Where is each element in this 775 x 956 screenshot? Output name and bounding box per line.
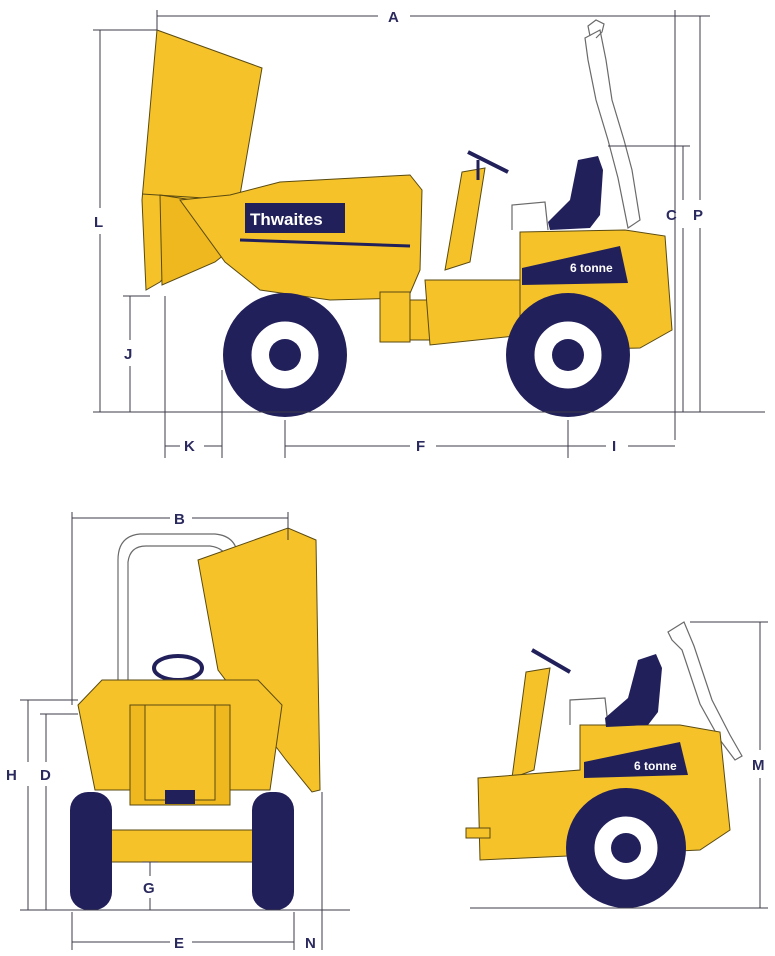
label-a: A	[388, 9, 399, 26]
front-axle	[107, 829, 259, 863]
rear-wheel	[566, 788, 686, 908]
label-n: N	[305, 935, 316, 952]
rear-section-view: 6 tonne M	[465, 621, 768, 909]
brand-text: Thwaites	[250, 210, 323, 229]
side-rear-wheel	[506, 293, 630, 417]
label-p: P	[693, 207, 703, 224]
front-left-wheel	[70, 792, 112, 910]
side-seat	[548, 156, 603, 230]
side-rops-frame	[584, 19, 641, 229]
rear-rops-frame	[667, 621, 743, 761]
front-dimension-lines	[20, 512, 350, 950]
label-j: J	[124, 346, 132, 363]
label-l: L	[94, 214, 103, 231]
rear-dimension-lines	[470, 621, 768, 909]
side-front-body: Thwaites	[179, 174, 423, 301]
label-c: C	[666, 207, 677, 224]
label-b: B	[174, 511, 185, 528]
rear-tonnage-text: 6 tonne	[634, 759, 677, 773]
side-steering-column	[444, 150, 509, 271]
side-dimension-lines	[93, 10, 765, 458]
label-k: K	[184, 438, 195, 455]
side-view: Thwaites 6 tonne	[93, 9, 765, 458]
front-steering-wheel	[152, 654, 204, 682]
label-g: G	[143, 880, 155, 897]
rear-seat	[605, 654, 662, 727]
rear-steering-wheel	[530, 648, 572, 674]
label-h: H	[6, 767, 17, 784]
brand-plate	[245, 203, 345, 233]
side-chassis	[379, 279, 526, 346]
label-f: F	[416, 438, 425, 455]
rear-steering-column	[511, 667, 551, 779]
tonnage-text: 6 tonne	[570, 261, 613, 275]
label-m: M	[752, 757, 765, 774]
front-right-wheel	[252, 792, 294, 910]
side-front-wheel	[223, 293, 347, 417]
label-i: I	[612, 438, 616, 455]
label-e: E	[174, 935, 184, 952]
front-view: B H D G E N	[6, 511, 350, 952]
label-d: D	[40, 767, 51, 784]
